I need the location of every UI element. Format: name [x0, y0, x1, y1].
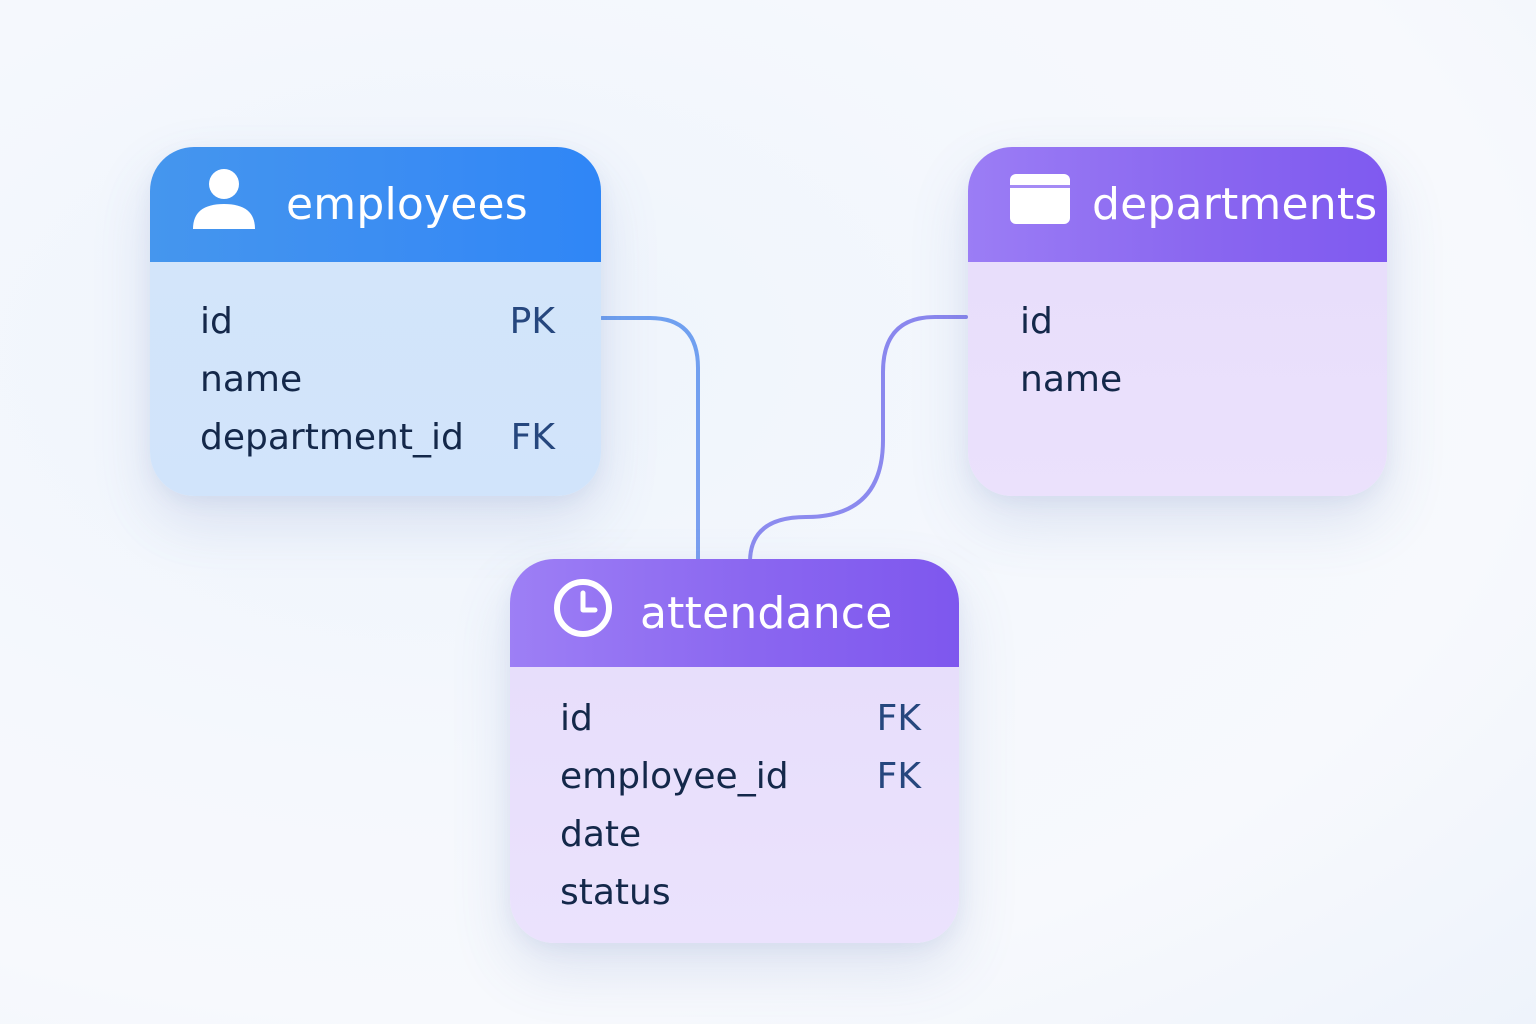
field-name: name	[1020, 358, 1123, 400]
table-body-departments: id name	[968, 262, 1387, 496]
field-name: department_id	[200, 416, 464, 458]
table-title: attendance	[640, 587, 893, 639]
field-name: date	[560, 813, 642, 855]
field-row[interactable]: id	[1020, 292, 1341, 350]
field-name: name	[200, 358, 303, 400]
field-name: id	[560, 697, 593, 739]
table-title: departments	[1092, 179, 1378, 230]
table-body-employees: id PK name department_id FK	[150, 262, 601, 496]
connector-employees-attendance	[600, 316, 700, 564]
folder-icon	[1010, 174, 1070, 235]
table-attendance[interactable]: attendance id FK employee_id FK date sta…	[510, 559, 959, 943]
field-row[interactable]: department_id FK	[200, 408, 555, 466]
foreign-key-badge: FK	[876, 697, 921, 739]
table-body-attendance: id FK employee_id FK date status	[510, 667, 959, 943]
primary-key-badge: PK	[509, 300, 555, 342]
field-row[interactable]: status	[560, 863, 921, 921]
table-departments[interactable]: departments id name	[968, 147, 1387, 496]
field-name: employee_id	[560, 755, 789, 797]
field-row[interactable]: id FK	[560, 689, 921, 747]
table-title: employees	[286, 179, 528, 230]
clock-icon	[552, 577, 614, 650]
field-row[interactable]: employee_id FK	[560, 747, 921, 805]
field-row[interactable]: name	[200, 350, 555, 408]
foreign-key-badge: FK	[510, 416, 555, 458]
field-row[interactable]: name	[1020, 350, 1341, 408]
user-icon	[192, 167, 256, 242]
table-header-departments[interactable]: departments	[968, 147, 1387, 262]
table-employees[interactable]: employees id PK name department_id FK	[150, 147, 601, 496]
field-row[interactable]: id PK	[200, 292, 555, 350]
table-header-attendance[interactable]: attendance	[510, 559, 959, 667]
table-header-employees[interactable]: employees	[150, 147, 601, 262]
foreign-key-badge: FK	[876, 755, 921, 797]
field-name: status	[560, 871, 671, 913]
field-row[interactable]: date	[560, 805, 921, 863]
connector-departments-attendance	[748, 315, 968, 564]
field-name: id	[200, 300, 233, 342]
field-name: id	[1020, 300, 1053, 342]
